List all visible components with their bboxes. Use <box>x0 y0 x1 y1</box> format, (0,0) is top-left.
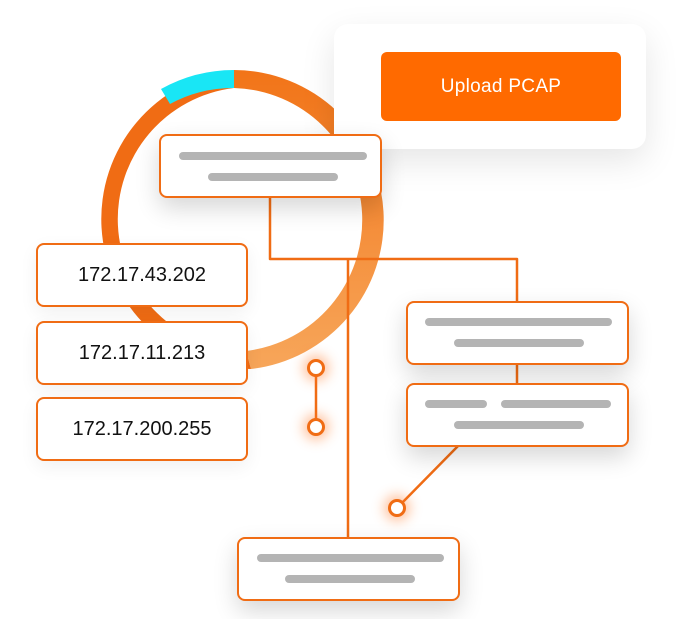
graph-node <box>307 418 325 436</box>
top-card <box>159 134 382 198</box>
ip-address-card[interactable]: 172.17.200.255 <box>36 397 248 461</box>
upload-pcap-button[interactable]: Upload PCAP <box>381 52 621 121</box>
right-card-lower <box>406 383 629 447</box>
bottom-card <box>237 537 460 601</box>
placeholder-bar <box>208 173 338 181</box>
placeholder-bar <box>285 575 415 583</box>
placeholder-bar <box>454 421 584 429</box>
placeholder-bar <box>425 400 487 408</box>
placeholder-bar <box>179 152 367 160</box>
placeholder-bar <box>425 318 612 326</box>
graph-node <box>388 499 406 517</box>
ring-segment-highlight <box>161 70 234 104</box>
placeholder-bar <box>454 339 584 347</box>
graph-node <box>307 359 325 377</box>
placeholder-bar <box>257 554 444 562</box>
ip-address-card[interactable]: 172.17.43.202 <box>36 243 248 307</box>
ip-address-card[interactable]: 172.17.11.213 <box>36 321 248 385</box>
right-card-upper <box>406 301 629 365</box>
placeholder-bar <box>501 400 611 408</box>
